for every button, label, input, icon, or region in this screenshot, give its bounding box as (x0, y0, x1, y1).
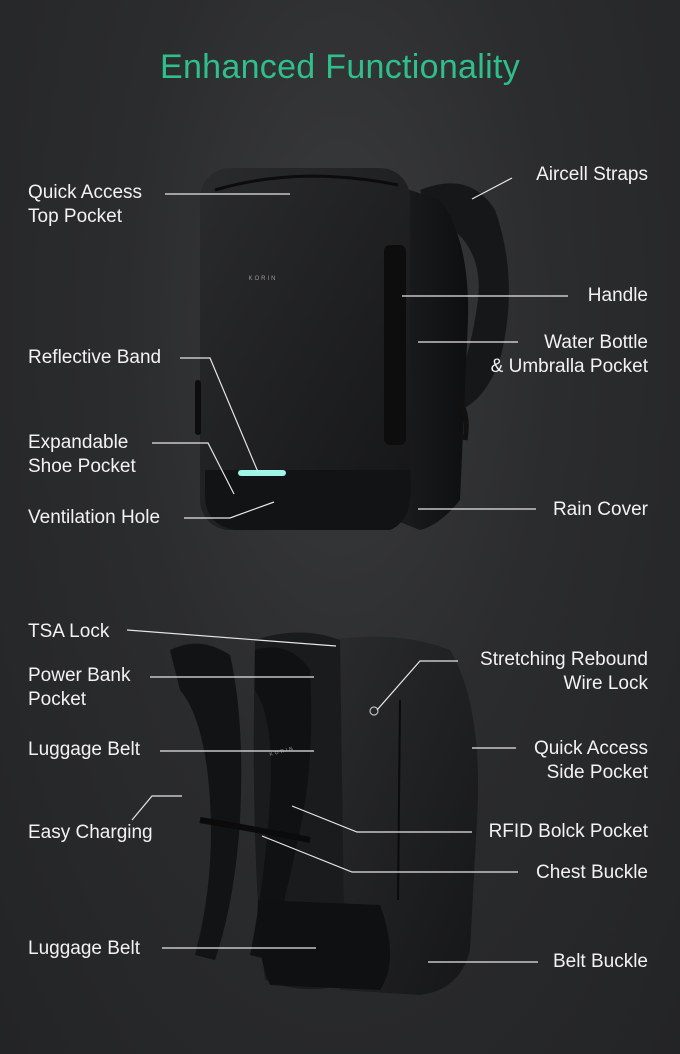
aircell-strap-shape (420, 183, 509, 410)
label-reflective-band: Reflective Band (28, 347, 162, 368)
handle-shape (384, 245, 406, 445)
label-belt-buckle: Belt Buckle (552, 951, 648, 972)
label-chest-buckle: Chest Buckle (536, 862, 648, 883)
label-aircell-straps: Aircell Straps (536, 164, 648, 185)
label-luggage-belt-1: Luggage Belt (28, 739, 140, 760)
label-expandable-shoe-pocket: Expandable Shoe Pocket (28, 432, 136, 477)
leader-rfid-pocket (291, 805, 472, 833)
leader-tsa-lock (126, 629, 337, 647)
right-strap-shape (250, 647, 312, 960)
label-quick-access-side-pocket: Quick Access Side Pocket (533, 738, 648, 783)
brand-logo: KORIN (248, 276, 277, 282)
leader-wire-lock (376, 660, 458, 711)
label-power-bank-pocket: Power Bank Pocket (28, 665, 131, 710)
leader-expandable-shoe-pocket (152, 442, 235, 495)
leader-chest-buckle (261, 835, 518, 873)
reflective-band-shape (238, 470, 286, 476)
page-title: Enhanced Functionality (159, 48, 521, 86)
leader-easy-charging (131, 795, 182, 821)
label-water-bottle-pocket: Water Bottle & Umbralla Pocket (490, 332, 648, 377)
left-strap-shape (170, 643, 242, 960)
side-panel-shape (395, 185, 469, 530)
label-ventilation-hole: Ventilation Hole (28, 507, 161, 528)
leader-ventilation-hole (184, 501, 275, 519)
back-backpack (170, 632, 479, 995)
leader-reflective-band (180, 357, 259, 473)
label-quick-access-top-pocket: Quick Access Top Pocket (28, 182, 143, 227)
label-stretching-rebound-wire-lock: Stretching Rebound Wire Lock (480, 649, 648, 694)
leader-aircell-straps (471, 177, 513, 200)
label-rfid-block-pocket: RFID Bolck Pocket (488, 821, 648, 842)
label-handle: Handle (587, 285, 648, 306)
label-tsa-lock: TSA Lock (28, 621, 110, 642)
label-luggage-belt-2: Luggage Belt (28, 938, 140, 959)
label-rain-cover: Rain Cover (552, 499, 648, 520)
main-body-shape (200, 168, 410, 530)
front-backpack (195, 168, 509, 530)
label-easy-charging: Easy Charging (28, 822, 153, 843)
